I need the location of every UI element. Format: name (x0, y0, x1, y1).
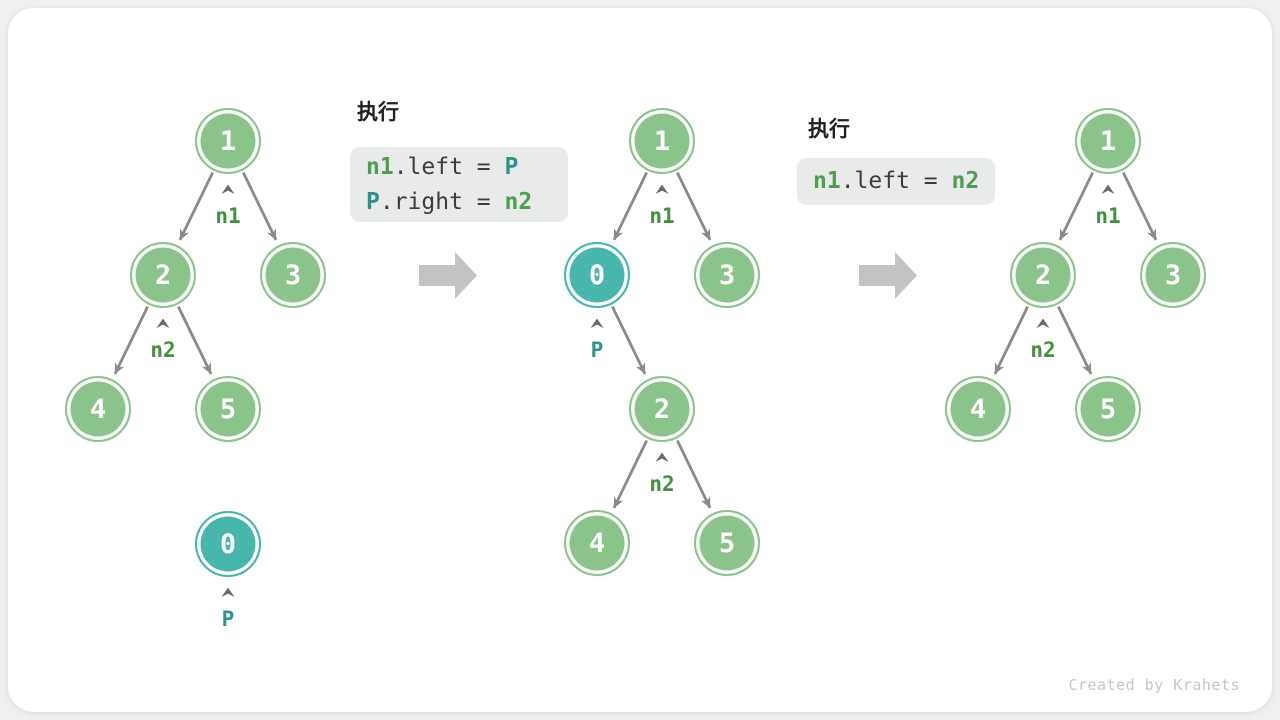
credit-text: Created by Krahets (1068, 676, 1240, 694)
card-background (8, 8, 1272, 712)
